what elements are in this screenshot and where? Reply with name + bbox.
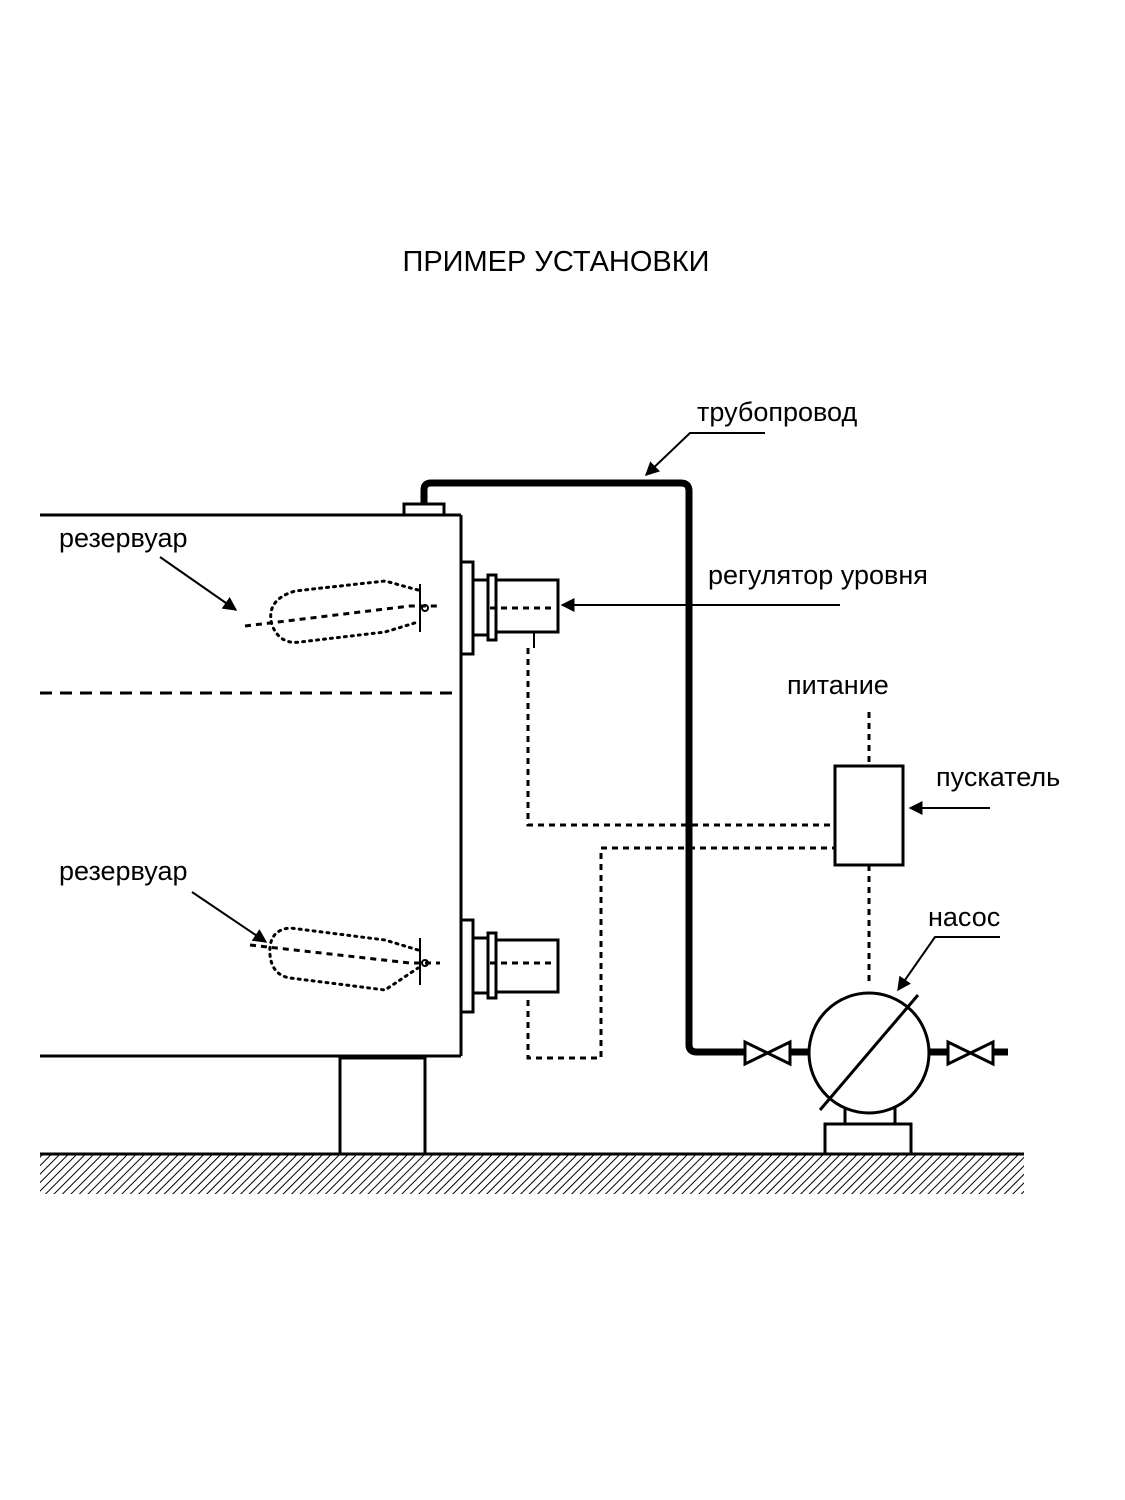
reservoir-tank <box>40 502 463 1058</box>
tank-outlet-nozzle <box>402 502 446 517</box>
diagram-title: ПРИМЕР УСТАНОВКИ <box>402 246 709 278</box>
pipeline <box>420 479 745 1056</box>
level-regulator-lower <box>249 918 560 1014</box>
level-regulator-upper <box>244 560 560 656</box>
label-starter: пускатель <box>936 762 1060 792</box>
label-leaders <box>159 432 1000 992</box>
label-pump: насос <box>928 902 1000 932</box>
label-power: питание <box>787 670 889 700</box>
control-wiring <box>526 648 871 1060</box>
tank-support <box>338 1056 427 1156</box>
label-pipeline: трубопровод <box>697 397 857 427</box>
ground <box>40 1152 1024 1194</box>
label-reservoir-bottom: резервуар <box>59 856 188 886</box>
pump <box>790 991 1008 1156</box>
label-reservoir-top: резервуар <box>59 523 188 553</box>
label-level-regulator: регулятор уровня <box>708 560 928 590</box>
valve-outlet <box>946 1039 995 1067</box>
starter-box <box>833 764 905 867</box>
valve-inlet <box>743 1039 792 1067</box>
